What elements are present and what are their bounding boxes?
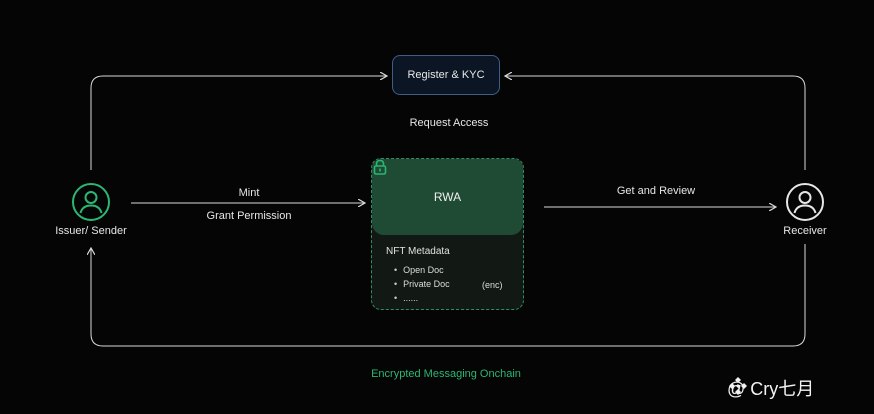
mint-label: Mint xyxy=(238,187,260,199)
request-access-label: Request Access xyxy=(409,117,489,129)
receiver-user-icon xyxy=(786,183,824,221)
binance-logo-icon xyxy=(729,377,747,395)
get-review-label: Get and Review xyxy=(616,185,696,197)
receiver-label: Receiver xyxy=(783,225,827,237)
rwa-label: RWA xyxy=(433,190,462,204)
issuer-to-register-line xyxy=(90,76,387,170)
metadata-item: Open Doc xyxy=(394,263,450,277)
register-kyc-box: Register & KYC xyxy=(392,55,500,95)
watermark: @ Cry七月 xyxy=(727,375,814,401)
rwa-header: RWA xyxy=(372,159,523,235)
encrypted-messaging-label: Encrypted Messaging Onchain xyxy=(371,368,521,380)
metadata-item: Private Doc xyxy=(394,277,450,291)
issuer-user-icon xyxy=(72,183,110,221)
issuer-label: Issuer/ Sender xyxy=(55,225,127,237)
register-kyc-label: Register & KYC xyxy=(407,69,485,81)
nft-metadata-title: NFT Metadata xyxy=(386,246,450,257)
lock-icon xyxy=(373,159,387,175)
rwa-container: RWA NFT Metadata Open Doc Private Doc ..… xyxy=(371,158,524,310)
grant-permission-label: Grant Permission xyxy=(206,210,292,222)
watermark-text: @ Cry七月 xyxy=(727,379,815,399)
metadata-item: ...... xyxy=(394,291,450,305)
encrypted-messaging-loop xyxy=(91,244,806,347)
metadata-list: Open Doc Private Doc ...... xyxy=(394,263,450,305)
enc-label: (enc) xyxy=(482,280,503,290)
receiver-to-register-line xyxy=(505,76,806,170)
